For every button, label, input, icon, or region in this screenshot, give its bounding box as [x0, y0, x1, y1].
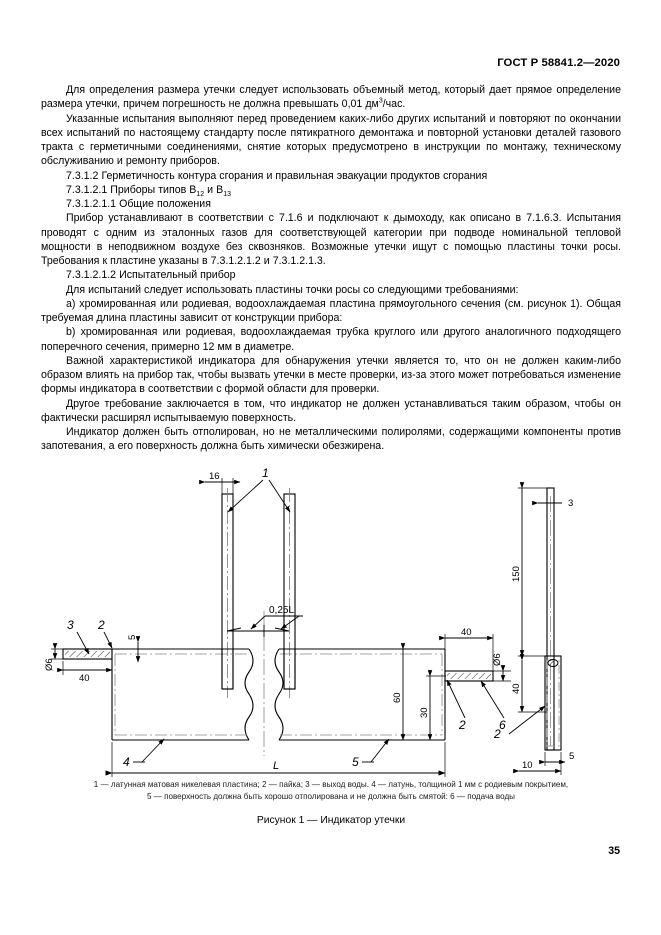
paragraph-volumetric-method: Для определения размера утечки следует и… [41, 83, 621, 112]
dim-tick-a [226, 627, 242, 632]
paragraph-other-requirement: Другое требование заключается в том, что… [41, 397, 621, 424]
leader-5 [370, 738, 390, 763]
clause-text: 7.3.1.2.1 Приборы типов B [66, 183, 197, 196]
page-number: 35 [608, 845, 620, 857]
label-150: 150 [511, 566, 522, 582]
leader-3 [76, 631, 90, 655]
clause-7-3-1-2-1-2-heading: 7.3.1.2.1.2 Испытательный прибор [66, 269, 236, 282]
leader-2-right [508, 705, 546, 735]
paragraph-installation: Прибор устанавливают в соответствии с 7.… [41, 212, 621, 267]
leader-4 [141, 738, 165, 763]
legend-line-2: 5 — поверхность должна быть хорошо отпол… [146, 791, 515, 801]
label-4: 4 [123, 755, 130, 769]
label-40-left: 40 [79, 673, 90, 684]
leader-1-right [268, 479, 291, 513]
label-10: 10 [522, 760, 533, 771]
label-5: 5 [127, 635, 138, 640]
paragraph-dewpoint-plate-intro: Для испытаний следует использовать пласт… [66, 283, 519, 296]
leader-2-left [103, 631, 113, 649]
page-header-standard-number: ГОСТ Р 58841.2—2020 [497, 57, 620, 69]
label-1: 1 [262, 466, 269, 480]
leader-025L-right [280, 615, 300, 630]
label-6: 6 [499, 718, 506, 732]
dim-tick-b [274, 627, 290, 632]
figure-leak-indicator-drawing: 16 1 0,25L 3 2 40 Ø6 5 4 5 L 60 30 40 Ø6… [41, 466, 621, 786]
paragraph-text-tail: /час. [382, 98, 406, 111]
bar-right-outline [279, 648, 446, 741]
label-dia6-left: Ø6 [44, 658, 55, 671]
paragraph-item-a: a) хромированная или родиевая, водоохлаж… [41, 297, 621, 324]
label-025L: 0,25L [269, 605, 294, 616]
label-40-right: 40 [511, 683, 522, 694]
label-2-right: 2 [493, 727, 501, 741]
dimension-labels: 16 1 0,25L 3 2 40 Ø6 5 4 5 L 60 30 40 Ø6… [44, 466, 574, 772]
clause-7-3-1-2-1-1-heading: 7.3.1.2.1.1 Общие положения [66, 198, 211, 210]
label-40-mid: 40 [461, 627, 472, 638]
label-30: 30 [419, 707, 430, 718]
bar-left-outline [111, 648, 249, 741]
side-view-foot-inner [546, 659, 560, 747]
clause-7-3-1-2-1-heading: 7.3.1.2.1 Приборы типов B12 и B13 [41, 183, 621, 198]
paragraph-polish-requirement: Индикатор должен быть отполирован, но не… [41, 426, 621, 453]
label-5-right: 5 [569, 751, 574, 762]
break-line-left [244, 648, 254, 741]
label-3-right: 3 [568, 498, 573, 509]
clause-7-3-1-2-heading: 7.3.1.2 Герметичность контура сгорания и… [66, 169, 488, 182]
side-view-solder-spot [547, 659, 559, 667]
superscript-cubic: 3 [378, 97, 383, 105]
side-view-foot [544, 655, 562, 751]
paragraph-text: Для определения размера утечки следует и… [41, 84, 621, 111]
leader-2-mid [446, 679, 466, 719]
document-body-text: Для определения размера утечки следует и… [41, 83, 621, 454]
paragraph-indicator-characteristic: Важной характеристикой индикатора для об… [41, 354, 621, 396]
inlet-right-hatch [447, 673, 491, 679]
label-16: 16 [209, 471, 220, 482]
label-3: 3 [67, 618, 74, 632]
label-2-mid: 2 [458, 718, 466, 732]
paragraph-test-repetition: Указанные испытания выполняют перед пров… [41, 112, 621, 168]
break-line-right [274, 648, 284, 741]
leader-6 [480, 680, 505, 719]
label-5-item: 5 [352, 755, 359, 769]
paragraph-item-b: b) хромированная или родиевая, водоохлаж… [41, 326, 621, 353]
label-2-left: 2 [97, 618, 105, 632]
label-L: L [273, 760, 279, 772]
subscript-13: 13 [223, 190, 232, 198]
clause-text-mid: и B [204, 183, 224, 196]
subscript-12: 12 [196, 190, 205, 198]
drawing-geometry [51, 478, 566, 777]
leader-025L-left [250, 615, 266, 630]
figure-legend: 1 — латунная матовая никелевая пластина;… [41, 779, 621, 802]
label-dia6-mid: Ø6 [492, 653, 503, 666]
legend-line-1: 1 — латунная матовая никелевая пластина;… [93, 780, 569, 789]
drawing-svg: 16 1 0,25L 3 2 40 Ø6 5 4 5 L 60 30 40 Ø6… [44, 466, 574, 777]
label-60: 60 [392, 692, 403, 703]
leader-1-left [227, 479, 264, 513]
figure-caption: Рисунок 1 — Индикатор утечки [256, 815, 406, 826]
